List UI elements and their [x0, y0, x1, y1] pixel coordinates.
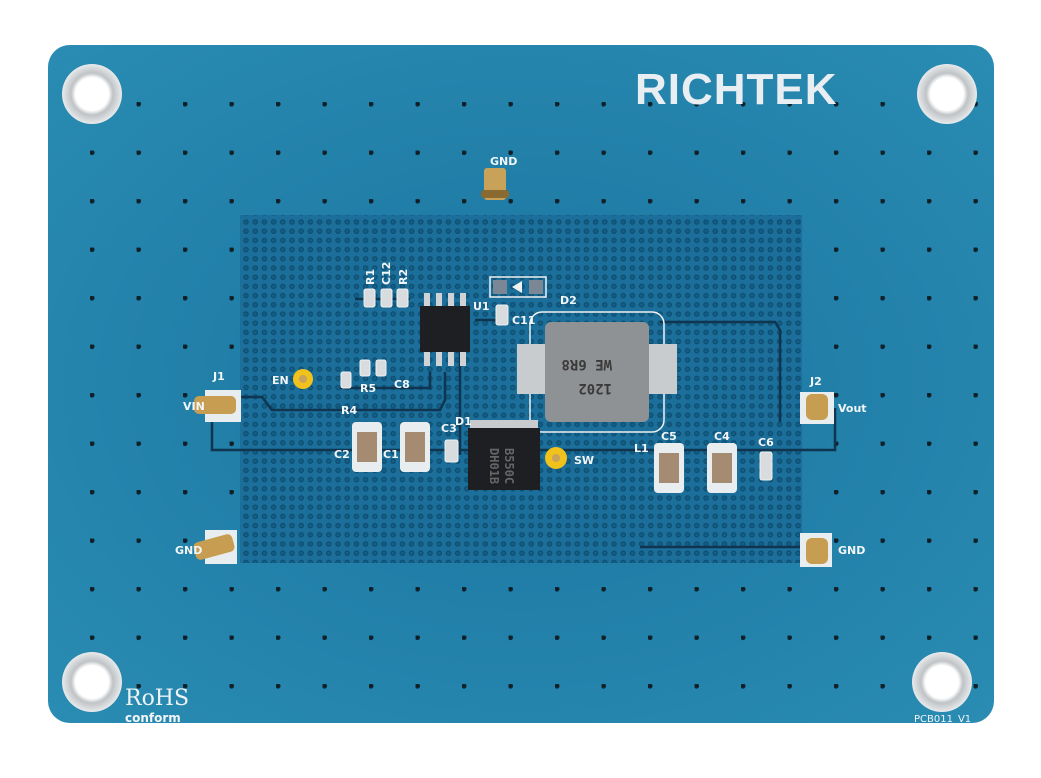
diode-marking-2: DH01B: [487, 448, 501, 484]
mounting-holes: [62, 64, 977, 712]
d1-label: D1: [455, 415, 472, 428]
j1-label: J1: [212, 370, 225, 383]
en-test-point: [293, 369, 313, 389]
en-label: EN: [272, 374, 289, 387]
c11-label: C11: [512, 314, 535, 327]
diode-marking-1: B550C: [502, 448, 516, 484]
rohs-mark: RoHS: [125, 686, 189, 711]
r4-label: R4: [341, 404, 357, 417]
sw-label: SW: [574, 454, 594, 467]
c3-label: C3: [441, 422, 457, 435]
c12-label: C12: [380, 262, 393, 285]
brand-logo: RICHTEK: [635, 65, 838, 114]
vout-connector: [806, 394, 828, 420]
inductor-marking-1: WE 6R8: [561, 356, 612, 372]
gnd-right-connector: [806, 538, 828, 564]
rohs-sub: conform: [125, 711, 181, 725]
revision-label: PCB011_V1: [914, 714, 971, 725]
c4-label: C4: [714, 430, 730, 443]
inductor-marking-2: 1202: [578, 380, 612, 396]
c2-label: C2: [334, 448, 350, 461]
c8-label: C8: [394, 378, 410, 391]
gnd-top-label: GND: [490, 155, 517, 168]
r1-label: R1: [364, 269, 377, 285]
u1-ic: [420, 293, 470, 366]
large-capacitors: [352, 422, 737, 493]
u1-label: U1: [473, 300, 490, 313]
gnd-top-connector: [481, 168, 509, 200]
c5-label: C5: [661, 430, 677, 443]
d2-label: D2: [560, 294, 577, 307]
gnd-left-connector: [193, 534, 235, 560]
gnd-right-label: GND: [838, 544, 865, 557]
c6-label: C6: [758, 436, 774, 449]
small-passives: [340, 288, 773, 481]
vout-label: Vout: [838, 402, 867, 415]
gnd-left-label: GND: [175, 544, 202, 557]
vin-connector: [194, 396, 236, 414]
sw-test-point: [545, 447, 567, 469]
d1-diode: [468, 420, 540, 490]
d2-diode: [489, 276, 547, 298]
r2-label: R2: [397, 269, 410, 285]
j2-label: J2: [809, 375, 822, 388]
l1-inductor: [517, 311, 677, 433]
vin-label: VIN: [183, 400, 205, 413]
l1-label: L1: [634, 442, 649, 455]
r5-label: R5: [360, 382, 376, 395]
c1-label: C1: [383, 448, 399, 461]
